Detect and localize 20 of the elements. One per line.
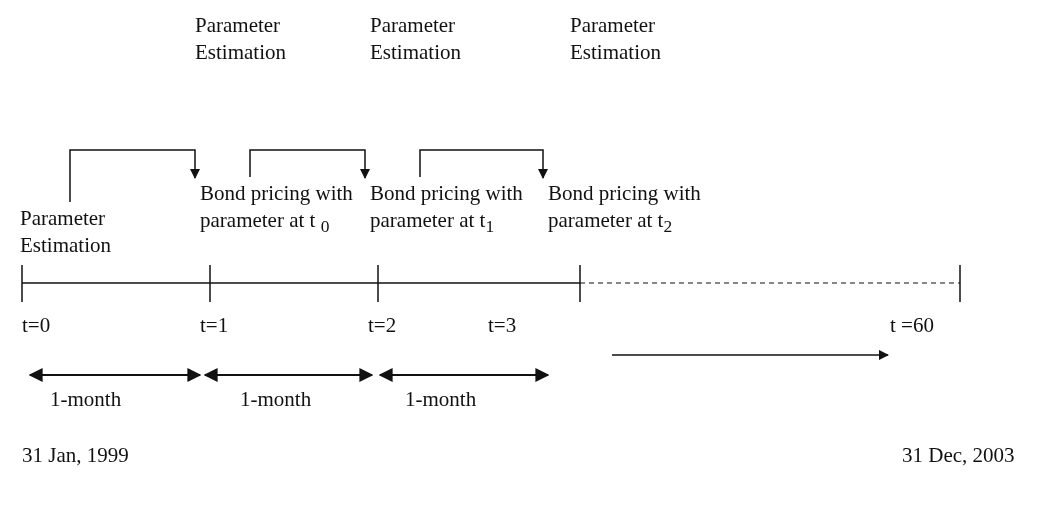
date-label: 31 Jan, 1999	[22, 442, 129, 469]
date-label: 31 Dec, 2003	[902, 442, 1015, 469]
text-label: Bond pricing with parameter at t$_{2}$	[548, 180, 706, 241]
tick-label: t=2	[368, 312, 397, 339]
duration-label: 1-month	[240, 386, 312, 413]
duration-label: 1-month	[405, 386, 477, 413]
text-label: Bond pricing with parameter at t$_{1}$	[370, 180, 528, 241]
text-label: Parameter Estimation	[195, 12, 325, 66]
tick-label: t =60	[890, 312, 934, 339]
text-label: Bond pricing with parameter at t $_{0}$	[200, 180, 358, 241]
bracket-arrow	[419, 149, 549, 180]
bracket-arrow	[249, 149, 371, 180]
duration-label: 1-month	[50, 386, 122, 413]
text-label: Parameter Estimation	[20, 205, 160, 259]
tick-label: t=0	[22, 312, 51, 339]
tick-label: t=1	[200, 312, 229, 339]
bracket-arrow	[69, 149, 201, 203]
tick-label: t=3	[488, 312, 517, 339]
text-label: Parameter Estimation	[570, 12, 700, 66]
text-label: Parameter Estimation	[370, 12, 500, 66]
